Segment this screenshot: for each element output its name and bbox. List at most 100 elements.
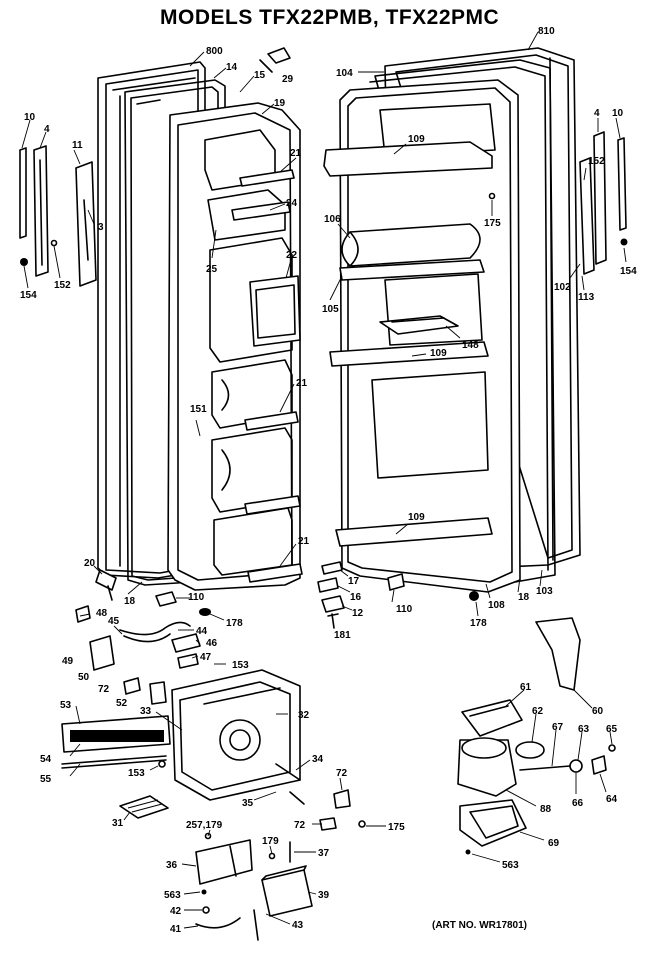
screw-175-lower <box>358 820 366 828</box>
callout-72-upper: 72 <box>98 684 110 695</box>
wire-43 <box>253 909 259 941</box>
handle-bracket-right <box>579 157 595 275</box>
door-hinge-cap-29 <box>259 47 291 73</box>
shaft-67 <box>519 765 571 771</box>
callout-88: 88 <box>540 804 552 815</box>
door-shelf-109-middle <box>329 341 489 367</box>
auger-motor-88 <box>457 737 517 797</box>
callout-16: 16 <box>350 592 362 603</box>
callout-175-lower: 175 <box>388 822 405 833</box>
screw-179 <box>268 852 276 860</box>
callout-800: 800 <box>206 46 223 57</box>
egg-tray-148 <box>379 315 459 335</box>
callout-152-left: 152 <box>54 280 71 291</box>
callout-24: 24 <box>286 198 298 209</box>
pin-35 <box>289 791 305 805</box>
door-stop-110-right <box>387 573 405 591</box>
callout-110-right: 110 <box>396 604 413 615</box>
callout-54: 54 <box>40 754 52 765</box>
callout-18-left: 18 <box>124 596 136 607</box>
drip-tray-31 <box>119 795 169 819</box>
callout-50: 50 <box>78 672 90 683</box>
callout-55: 55 <box>40 774 52 785</box>
callout-148: 148 <box>462 340 479 351</box>
callout-72-right: 72 <box>336 768 348 779</box>
callout-60: 60 <box>592 706 604 717</box>
door-handle-trim-10-left <box>19 147 27 239</box>
dispenser-housing-32 <box>171 669 301 801</box>
callout-152-right: 152 <box>588 156 605 167</box>
callout-10-right: 10 <box>612 108 624 119</box>
bracket-72-52 <box>123 677 167 705</box>
door-shelf-109-upper <box>323 141 493 177</box>
callout-63: 63 <box>578 724 590 735</box>
callout-44: 44 <box>196 626 208 637</box>
callout-12: 12 <box>352 608 364 619</box>
wire-41 <box>195 917 241 929</box>
door-handle-trim-10-right <box>617 137 627 231</box>
rod-55 <box>61 755 167 769</box>
switch-48 <box>75 605 91 623</box>
callout-32: 32 <box>298 710 310 721</box>
solenoid-39 <box>261 865 313 917</box>
callout-43: 43 <box>292 920 304 931</box>
callout-19: 19 <box>274 98 286 109</box>
callout-21-lower: 21 <box>298 536 310 547</box>
callout-53: 53 <box>60 700 72 711</box>
callout-47: 47 <box>200 652 212 663</box>
callout-18-right: 18 <box>518 592 530 603</box>
callout-153-upper: 153 <box>232 660 249 671</box>
callout-181: 181 <box>334 630 351 641</box>
screw-563-left <box>201 889 207 895</box>
callout-15: 15 <box>254 70 266 81</box>
screw-563-right <box>465 849 471 855</box>
callout-21-upper: 21 <box>290 148 302 159</box>
callout-106: 106 <box>324 214 341 225</box>
callout-25: 25 <box>206 264 218 275</box>
door-shelf-109-lower <box>335 517 493 547</box>
callout-49: 49 <box>62 656 74 667</box>
callout-178-left: 178 <box>226 618 243 629</box>
callout-154-left: 154 <box>20 290 37 301</box>
dairy-compartment-106 <box>341 223 481 267</box>
plug-154-left <box>20 258 28 266</box>
door-stop-110-left <box>155 591 177 607</box>
freezer-door-shelf-24 <box>231 201 291 221</box>
callout-72-lower: 72 <box>294 820 306 831</box>
callout-45: 45 <box>108 616 120 627</box>
callout-62: 62 <box>532 706 544 717</box>
callout-810: 810 <box>538 26 555 37</box>
callout-67: 67 <box>552 722 564 733</box>
freezer-door-shelf-lower <box>244 495 303 583</box>
callout-35: 35 <box>242 798 254 809</box>
callout-52: 52 <box>116 698 128 709</box>
light-cover-53 <box>61 715 171 753</box>
door-handle-4-right <box>593 131 607 265</box>
screw-152-left <box>50 239 58 247</box>
switch-bracket-46-47 <box>171 633 201 669</box>
callout-153-lower: 153 <box>128 768 145 779</box>
ice-dispenser-cover-22 <box>249 275 301 347</box>
hinge-pin-20 <box>95 569 117 601</box>
callout-4-right: 4 <box>594 108 600 119</box>
callout-42: 42 <box>170 906 182 917</box>
callout-109-lower: 109 <box>408 512 425 523</box>
callout-29: 29 <box>282 74 294 85</box>
hinge-parts-17-16-12 <box>317 561 345 613</box>
door-shelf-105 <box>339 259 485 281</box>
callout-257-179: 257,179 <box>186 820 223 831</box>
bearing-63-64-65-66 <box>569 744 616 775</box>
callout-113: 113 <box>578 292 595 303</box>
callout-21-middle: 21 <box>296 378 308 389</box>
freezer-door-liner <box>167 102 301 591</box>
callout-109-upper: 109 <box>408 134 425 145</box>
callout-11: 11 <box>72 140 83 151</box>
callout-34: 34 <box>312 754 324 765</box>
wire-harness-44 <box>119 621 191 643</box>
callout-69: 69 <box>548 838 560 849</box>
handle-bracket-11 <box>75 161 97 287</box>
art-number: (ART NO. WR17801) <box>432 920 527 931</box>
callout-175-upper: 175 <box>484 218 501 229</box>
actuator-49-50 <box>89 635 115 671</box>
